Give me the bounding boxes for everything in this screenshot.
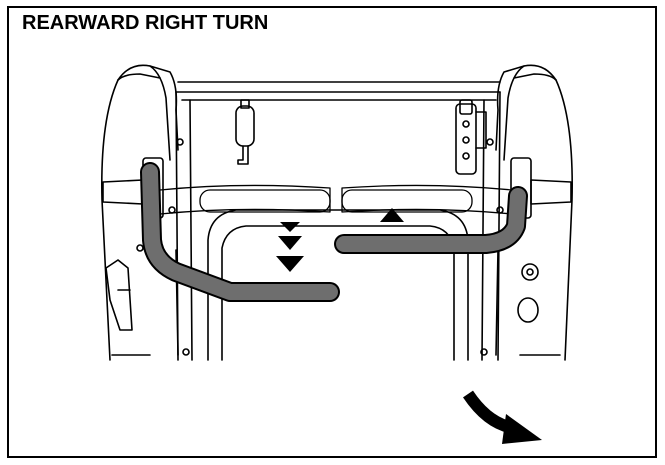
curved-right-turn-arrow-icon <box>463 390 542 444</box>
left-seat-adjuster <box>105 244 144 331</box>
right-fender <box>495 64 573 361</box>
up-arrow-icon <box>380 208 404 222</box>
right-steering-lever <box>334 186 528 254</box>
left-fender <box>101 64 179 361</box>
parking-brake-handle <box>235 99 255 165</box>
right-side-controls <box>506 236 539 323</box>
diagram-title: REARWARD RIGHT TURN <box>22 12 269 34</box>
lever-neutral-position <box>159 184 513 215</box>
triple-down-arrow-icon <box>276 222 304 272</box>
left-steering-lever <box>140 162 340 302</box>
left-lever-mount <box>102 157 176 219</box>
throttle-control <box>455 99 487 175</box>
mount-bolts <box>176 138 494 356</box>
seat-back <box>175 81 501 361</box>
